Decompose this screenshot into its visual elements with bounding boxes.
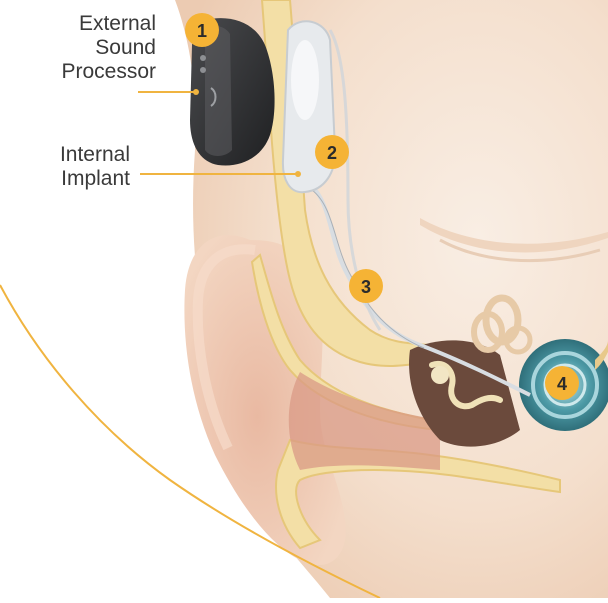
badge-2: 2 [315, 135, 349, 169]
label-line: Internal [60, 143, 130, 167]
badge-4-number: 4 [557, 374, 567, 394]
label-internal-implant: Internal Implant [60, 143, 130, 191]
badge-3-number: 3 [361, 277, 371, 297]
ossicle-head [431, 366, 449, 384]
label-line: Processor [61, 60, 156, 84]
label-line: Implant [60, 167, 130, 191]
label-line: Sound [61, 36, 156, 60]
badge-1: 1 [185, 13, 219, 47]
badge-4: 4 [545, 366, 579, 400]
label-line: External [61, 12, 156, 36]
badge-3: 3 [349, 269, 383, 303]
badge-1-number: 1 [197, 21, 207, 41]
label-external-sound-processor: External Sound Processor [61, 12, 156, 84]
badge-2-number: 2 [327, 143, 337, 163]
